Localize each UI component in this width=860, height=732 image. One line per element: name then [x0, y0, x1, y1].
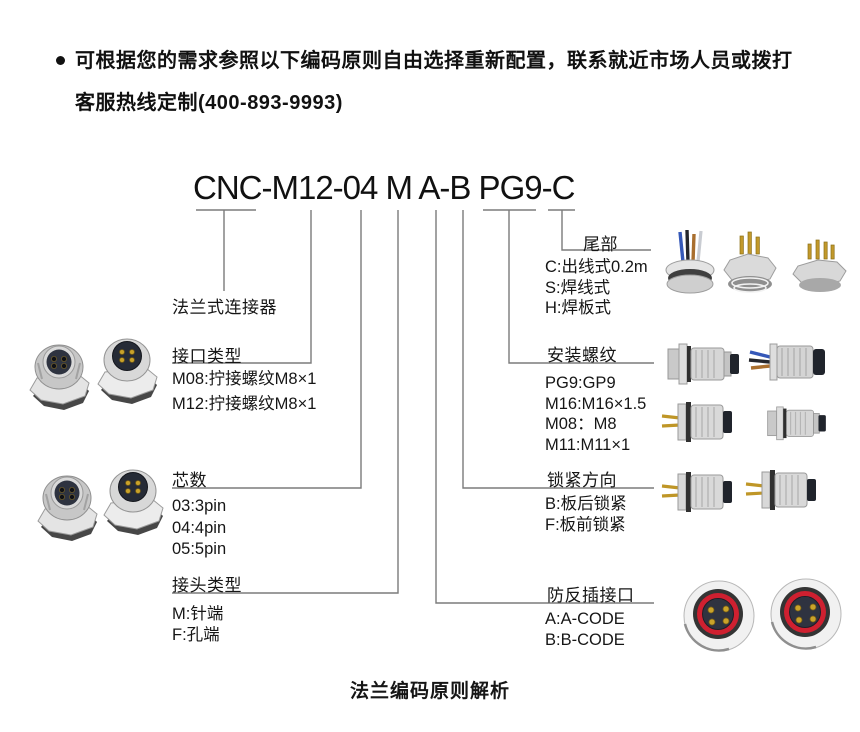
- flange-connector-label: 法兰式连接器: [172, 298, 277, 317]
- section-title-tail: 尾部: [583, 235, 618, 254]
- list-item: 03:3pin: [172, 497, 227, 515]
- connector-photo-thread-1: [667, 343, 740, 385]
- section-title-locking-direction: 锁紧方向: [547, 471, 617, 490]
- connector-photo-thread-pins: [660, 400, 734, 444]
- page-caption: 法兰编码原则解析: [349, 681, 510, 702]
- connector-photo-female-front-1: [29, 344, 90, 411]
- list-item: F:孔端: [172, 625, 220, 644]
- connector-photo-tail-solder-board: [792, 239, 847, 293]
- connector-photo-tail-solder-wire: [723, 231, 777, 293]
- list-item: M:针端: [172, 605, 224, 623]
- list-item: 05:5pin: [172, 540, 227, 558]
- section-title-connector-type: 接头类型: [172, 576, 242, 595]
- list-item: M11:M11×1: [545, 435, 631, 454]
- connector-photo-thread-small: [767, 406, 827, 441]
- bullet-icon: [56, 56, 65, 65]
- list-item: F:板前锁紧: [545, 515, 626, 534]
- section-title-anti-misplug: 防反插接口: [547, 586, 635, 605]
- list-item: H:焊板式: [545, 299, 611, 317]
- list-item: C:出线式0.2m: [545, 258, 648, 276]
- connector-photo-bcode-face: [769, 577, 843, 651]
- tail-list: C:出线式0.2m S:焊线式 H:焊板式: [545, 257, 648, 319]
- locking-direction-list: B:板后锁紧 F:板前锁紧: [545, 494, 627, 535]
- anti-misplug-list: A:A-CODE B:B-CODE: [545, 609, 625, 650]
- leader-interface-type: [172, 210, 312, 364]
- section-title-pin-count: 芯数: [172, 471, 207, 490]
- section-title-mounting-thread: 安装螺纹: [547, 346, 617, 365]
- list-item: M12:拧接螺纹M8×1: [172, 394, 317, 413]
- list-item: S:焊线式: [545, 278, 611, 297]
- connector-photo-acode-face: [682, 579, 756, 653]
- connector-type-list: M:针端 F:孔端: [172, 604, 223, 645]
- interface-type-list: M08:拧接螺纹M8×1 M12:拧接螺纹M8×1: [172, 367, 316, 416]
- connector-photo-tail-wired: [664, 228, 716, 295]
- connector-photo-lock-front: [744, 468, 818, 512]
- list-item: M16:M16×1.5: [545, 394, 647, 413]
- list-item: PG9:GP9: [545, 374, 616, 392]
- list-item: M08:拧接螺纹M8×1: [172, 370, 317, 388]
- connector-photo-thread-wired: [747, 342, 827, 382]
- leader-cnc: [196, 209, 256, 291]
- connector-photo-male-front-1: [97, 338, 158, 405]
- mounting-thread-list: PG9:GP9 M16:M16×1.5 M08：M8 M11:M11×1: [545, 373, 646, 455]
- pin-count-list: 03:3pin 04:4pin 05:5pin: [172, 496, 226, 561]
- list-item: B:板后锁紧: [545, 495, 627, 513]
- connector-photo-lock-rear: [660, 470, 734, 514]
- connector-photo-female-front-2: [37, 475, 98, 542]
- list-item: M08：M8: [545, 415, 617, 433]
- list-item: B:B-CODE: [545, 630, 625, 649]
- connector-photo-male-front-2: [103, 469, 164, 536]
- note-line-2: 客服热线定制(400-893-9993): [75, 92, 343, 114]
- note-line-1: 可根据您的需求参照以下编码原则自由选择重新配置，联系就近市场人员或拨打: [75, 50, 793, 72]
- list-item: 04:4pin: [172, 518, 227, 537]
- product-code-title: CNC-M12-04 M A-B PG9-C: [193, 169, 575, 206]
- list-item: A:A-CODE: [545, 610, 625, 628]
- section-title-interface-type: 接口类型: [172, 347, 242, 366]
